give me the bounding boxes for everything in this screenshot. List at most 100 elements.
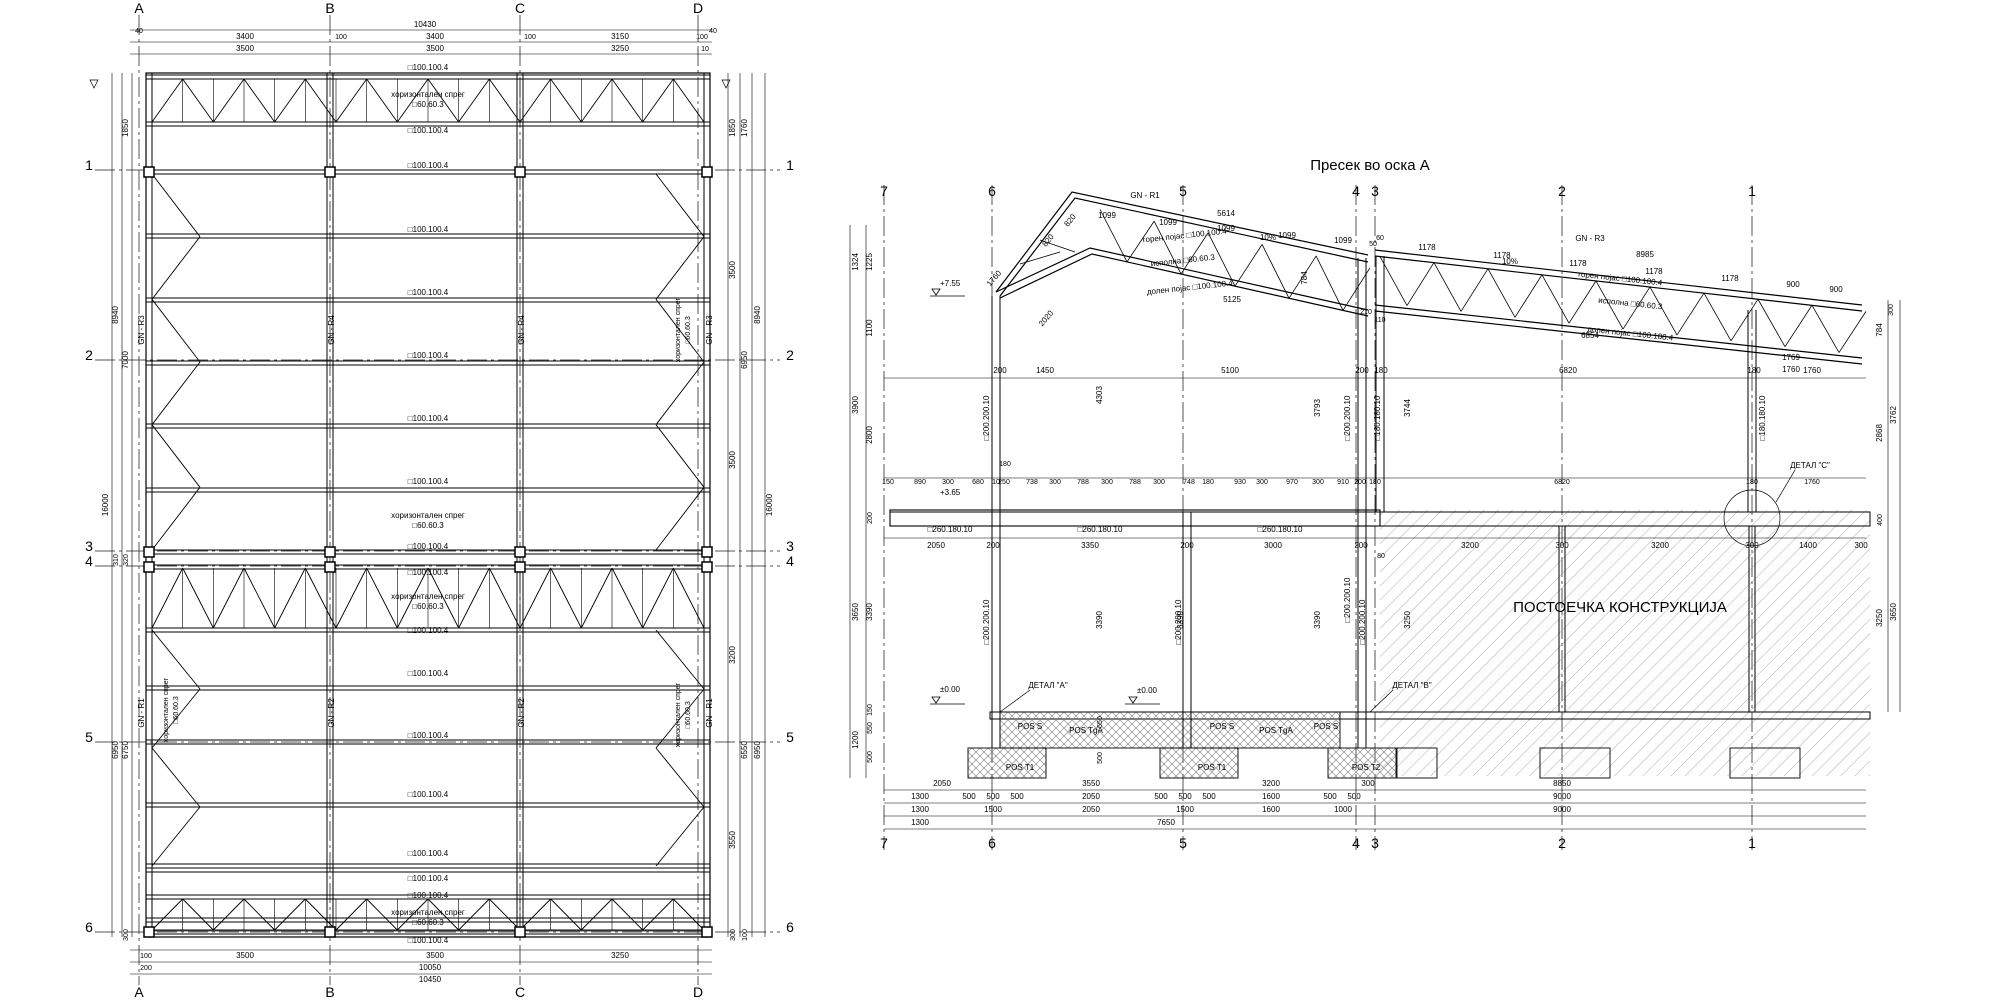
truss-label: GN - R2: [517, 698, 526, 728]
sec-dim-bottom: 1000: [1334, 805, 1352, 814]
sec-dim: 1178: [1721, 274, 1739, 283]
plan-dim-right: 6550: [740, 741, 749, 759]
sec-dim: 200: [986, 541, 1000, 550]
brace-line: [550, 898, 582, 931]
sec-dim: 3200: [1461, 541, 1479, 550]
brace-label: □60.60.3: [412, 100, 444, 109]
bottom-chord: [1374, 310, 1863, 365]
sec-dim-bottom: 1600: [1262, 792, 1280, 801]
section-axis-7: 7: [880, 835, 888, 851]
brace-line: [427, 78, 460, 123]
section-axis-lines: [883, 185, 1753, 850]
existing-structure-label: ПОСТОЕЧКА КОНСТРУКЦИЈА: [1513, 599, 1727, 616]
brace-label: □60.60.3: [412, 918, 444, 927]
sec-dim: 200: [1354, 541, 1368, 550]
sec-dim: 1099: [1278, 231, 1296, 240]
brace-line: [304, 567, 337, 629]
sec-dim-col: 784: [1300, 271, 1309, 285]
sec-dim: 788: [1077, 479, 1089, 486]
plan-dim-top: 3400: [426, 32, 444, 41]
sec-dim: 180: [1747, 366, 1761, 375]
brace-line: [458, 78, 490, 123]
plan-dim-edge: 200: [140, 965, 152, 972]
section-axis-5: 5: [1179, 835, 1187, 851]
brace-label: □60.60.3: [173, 696, 180, 724]
sec-dim-small: 2020: [1037, 308, 1056, 328]
sec-dim: 1178: [1418, 243, 1436, 252]
plan-column: [514, 926, 526, 938]
purlin-label: □100.100.4: [408, 849, 449, 858]
brace-line: [550, 78, 582, 123]
plan-column: [324, 166, 336, 178]
section-axis-1: 1: [1748, 183, 1756, 199]
sec-dim-bottom: 500: [1202, 792, 1216, 801]
sec-dim: 180: [1374, 366, 1388, 375]
sec-dim-small: 50: [1369, 241, 1377, 248]
axis-label-1-left: 1: [85, 157, 93, 173]
sec-dim-bottom: 9000: [1553, 792, 1571, 801]
purlin-label: □100.100.4: [408, 669, 449, 678]
brace-line: [642, 567, 674, 629]
brace-line: [655, 629, 705, 690]
purlin-label: □100.100.4: [408, 542, 449, 551]
brace-line: [655, 747, 705, 808]
sec-dim-bottom: 300: [1361, 779, 1375, 788]
sec-dim: 180: [1746, 479, 1758, 486]
truss-diagonal: [1784, 305, 1813, 347]
brace-line: [427, 898, 459, 931]
sec-dim-bottom: 500: [1178, 792, 1192, 801]
brace-label: хоризонтален спрег: [163, 677, 170, 742]
purlin-label: □100.100.4: [408, 414, 449, 423]
brace-line: [335, 898, 367, 931]
plan-column: [324, 546, 336, 558]
plan-columns: [143, 166, 713, 938]
brace-line: [611, 567, 644, 629]
section-axis-2: 2: [1558, 835, 1566, 851]
brace-line: [151, 747, 201, 808]
section-columns: [889, 256, 1757, 748]
sec-dim-left: 1100: [865, 319, 874, 337]
top-chord: [1374, 255, 1863, 312]
brace-line: [397, 898, 429, 931]
sec-dim: 930: [1234, 479, 1246, 486]
beam-label: □260.180.10: [1078, 525, 1123, 534]
brace-label: хоризонтален спрег: [391, 592, 465, 601]
detail-callouts: [999, 469, 1796, 713]
column-label: □200.200.10: [1343, 577, 1352, 622]
brace-line: [655, 424, 705, 488]
purlin-label: □100.100.4: [408, 626, 449, 635]
bottom-chord: [1374, 304, 1863, 359]
level-marker: [721, 79, 731, 89]
axis-label-2-right: 2: [786, 347, 794, 363]
sec-dim-left: 3390: [865, 603, 874, 621]
axis-label-a-top: A: [134, 0, 144, 16]
purlin-label: □100.100.4: [408, 477, 449, 486]
column-label: □200.200.10: [1343, 395, 1352, 440]
sec-dim: 250: [998, 479, 1010, 486]
sec-dim: 1769: [1782, 353, 1800, 362]
sec-dim-left: 550: [867, 722, 874, 734]
truss-diagonal: [1261, 244, 1290, 299]
plan-column: [143, 561, 155, 573]
truss-diagonal: [1541, 274, 1570, 324]
axis-label-2-left: 2: [85, 347, 93, 363]
sec-dim: 5125: [1223, 295, 1241, 304]
plan-column: [514, 561, 526, 573]
sec-dim-col: 3793: [1313, 399, 1322, 417]
sec-dim-small: 210: [1360, 309, 1372, 316]
sec-dim: 1760: [1782, 365, 1800, 374]
brace-line: [672, 78, 705, 123]
truss-name-right: GN - R3: [1575, 234, 1605, 243]
elevation-marker: ±0.00: [1137, 686, 1158, 695]
sec-dim-col: 3390: [1095, 611, 1104, 629]
pos-label: POS S: [1210, 722, 1234, 731]
sec-dim-bottom: 500: [1347, 792, 1361, 801]
sec-dim-bottom: 500: [1323, 792, 1337, 801]
sec-dim: 2050: [927, 541, 945, 550]
truss-diagonal: [1649, 286, 1678, 336]
axis-label-5-left: 5: [85, 729, 93, 745]
purlin-label: □100.100.4: [408, 790, 449, 799]
sec-dim-bottom: 1300: [911, 792, 929, 801]
sec-dim: 820: [1040, 232, 1056, 248]
